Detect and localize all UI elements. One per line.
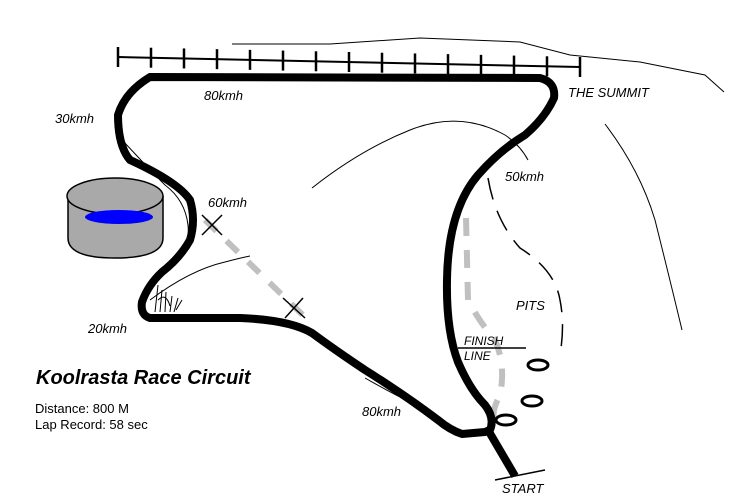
label-speed-60: 60kmh: [208, 195, 247, 210]
cross-marker-top: [201, 214, 223, 236]
pit-lane-route: [463, 217, 506, 419]
cross-marker-bottom: [282, 297, 306, 319]
water-tank-icon: [66, 177, 164, 259]
shrub-icon: [154, 284, 183, 313]
label-speed-50: 50kmh: [505, 169, 544, 184]
label-speed-30: 30kmh: [55, 111, 94, 126]
start-straight: [484, 427, 519, 479]
label-speed-80-top: 80kmh: [204, 88, 243, 103]
circuit-title: Koolrasta Race Circuit: [36, 367, 252, 389]
pit-lane-boundary: [487, 177, 564, 356]
label-speed-80-bottom: 80kmh: [362, 404, 401, 419]
shortcut-route: [202, 217, 313, 325]
race-track: [114, 73, 559, 438]
label-start: START: [502, 481, 544, 496]
stat-lap-record: Lap Record: 58 sec: [35, 417, 148, 432]
label-summit: THE SUMMIT: [568, 85, 650, 100]
label-speed-20: 20kmh: [87, 321, 127, 336]
label-finish: FINISH: [464, 334, 504, 348]
fence: [116, 47, 582, 77]
label-pits: PITS: [516, 298, 545, 313]
stat-distance: Distance: 800 M: [35, 401, 129, 416]
start-line: [494, 469, 546, 481]
label-line: LINE: [464, 349, 492, 363]
tyre-barriers: [494, 358, 550, 427]
